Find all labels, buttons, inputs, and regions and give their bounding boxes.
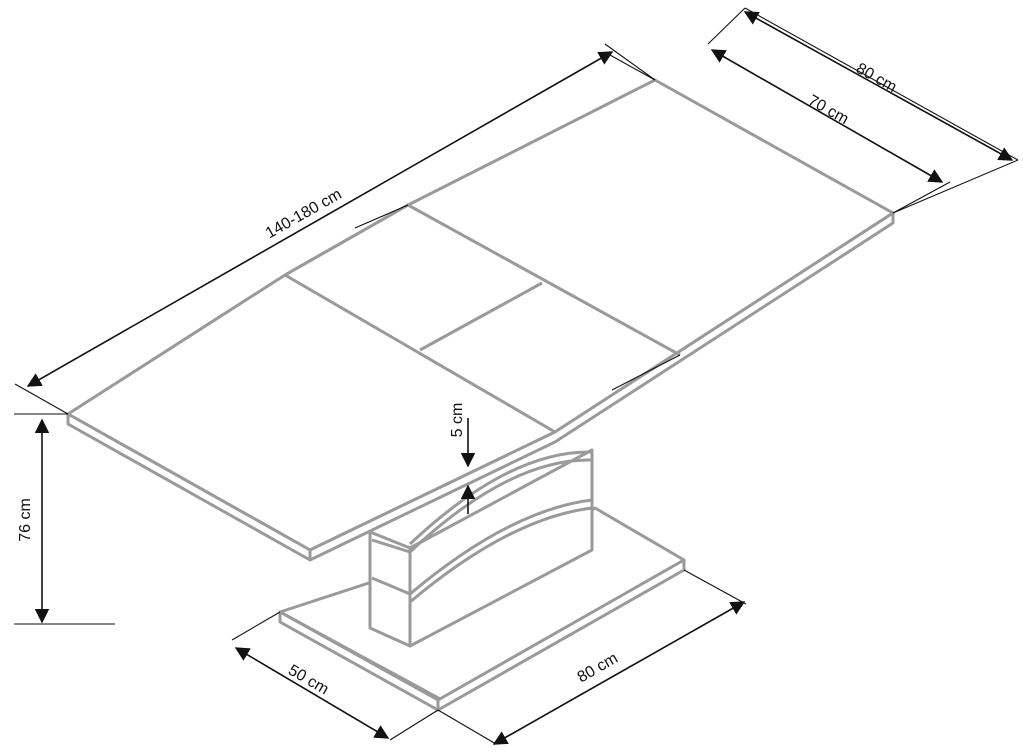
thickness-label: 5 cm: [449, 403, 466, 438]
table-pedestal: [368, 448, 594, 648]
base-length-dimension-line: [492, 601, 746, 745]
base-width-label: 50 cm: [285, 662, 331, 699]
length-dimension-line: [26, 51, 614, 387]
width-inner-label: 70 cm: [805, 92, 851, 128]
width-inner-dimension-line: [710, 49, 944, 183]
dimension-lines: [26, 11, 1014, 745]
width-outer-label: 80 cm: [853, 60, 899, 96]
base-width-dimension-line: [234, 647, 390, 739]
length-label: 140-180 cm: [263, 186, 345, 242]
height-label: 76 cm: [17, 498, 34, 542]
base-length-label: 80 cm: [575, 650, 621, 687]
